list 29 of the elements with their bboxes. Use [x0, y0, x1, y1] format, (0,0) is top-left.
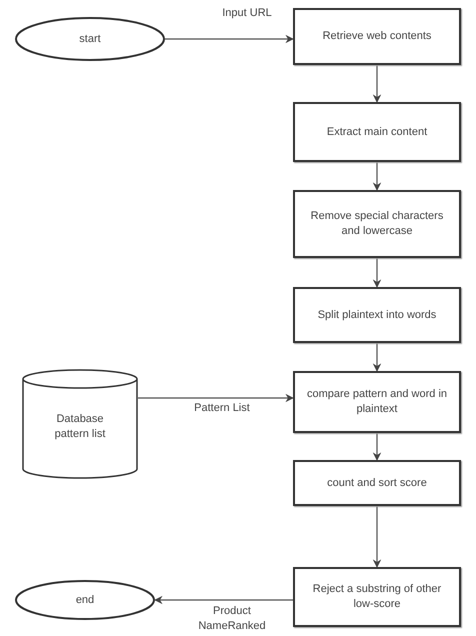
node-label: count and sort score: [327, 476, 427, 490]
node-label: start: [79, 32, 101, 46]
terminal-ellipse: [15, 17, 165, 61]
process-box: [293, 567, 461, 627]
database-cylinder: [22, 370, 138, 478]
process-box: [293, 460, 461, 506]
process-box: [293, 190, 461, 258]
node-label: end: [76, 592, 94, 608]
node-label: Remove special characters and lowercase: [310, 209, 444, 239]
arrow: [372, 65, 382, 103]
arrow: [165, 34, 294, 44]
arrow: [372, 162, 382, 191]
node-label: Extract main content: [326, 124, 428, 140]
node-label: compare pattern and word in plaintext: [306, 387, 448, 417]
arrow: [372, 343, 382, 372]
process-box: [293, 8, 461, 65]
process-box: [293, 371, 461, 433]
arrow: [138, 394, 294, 402]
arrow: [372, 258, 382, 288]
process-box: [293, 287, 461, 343]
node-label: Retrieve web contents: [322, 29, 432, 44]
terminal-ellipse: [15, 580, 155, 620]
node-label: Reject a substring of other low-score: [312, 582, 442, 612]
node-label: Database pattern list: [54, 412, 106, 442]
arrow: [372, 433, 382, 461]
process-box: [293, 102, 461, 162]
arrow: [372, 506, 382, 568]
arrow: [154, 596, 293, 604]
node-label: Split plaintext into words: [318, 308, 436, 322]
